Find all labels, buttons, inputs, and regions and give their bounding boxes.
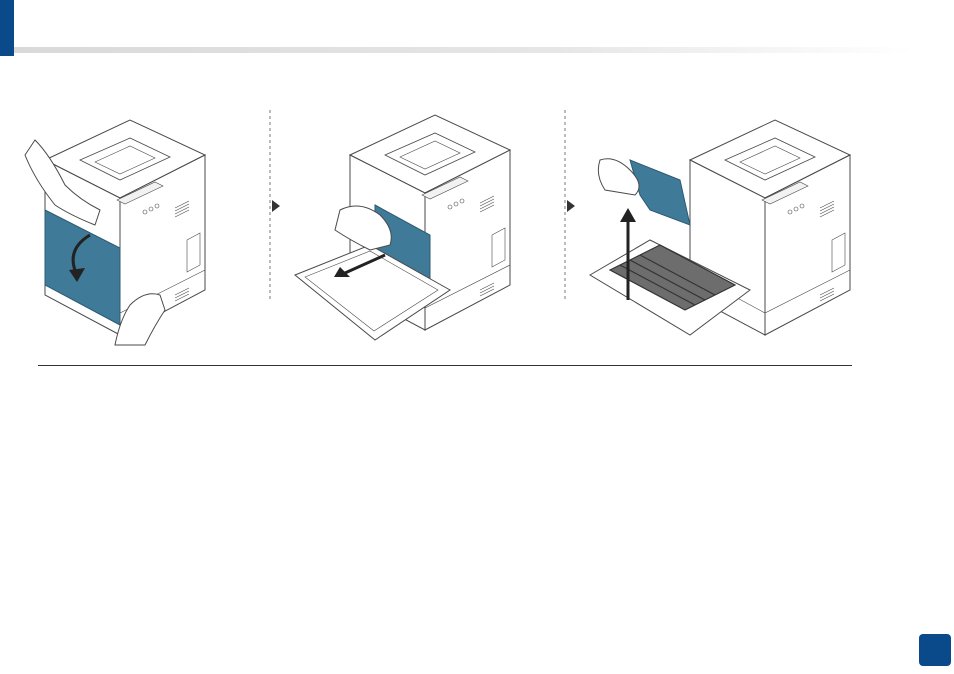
header-rule	[14, 47, 914, 53]
triangle-right-icon	[272, 200, 280, 212]
procedure-illustration	[0, 100, 954, 370]
section-divider	[38, 365, 852, 366]
step-3-illustration	[590, 120, 850, 335]
step-2-illustration	[295, 115, 510, 340]
header-accent-bar	[0, 0, 14, 56]
triangle-right-icon-2	[567, 200, 575, 212]
step-1-illustration	[25, 120, 205, 345]
page-number-badge	[919, 634, 951, 666]
